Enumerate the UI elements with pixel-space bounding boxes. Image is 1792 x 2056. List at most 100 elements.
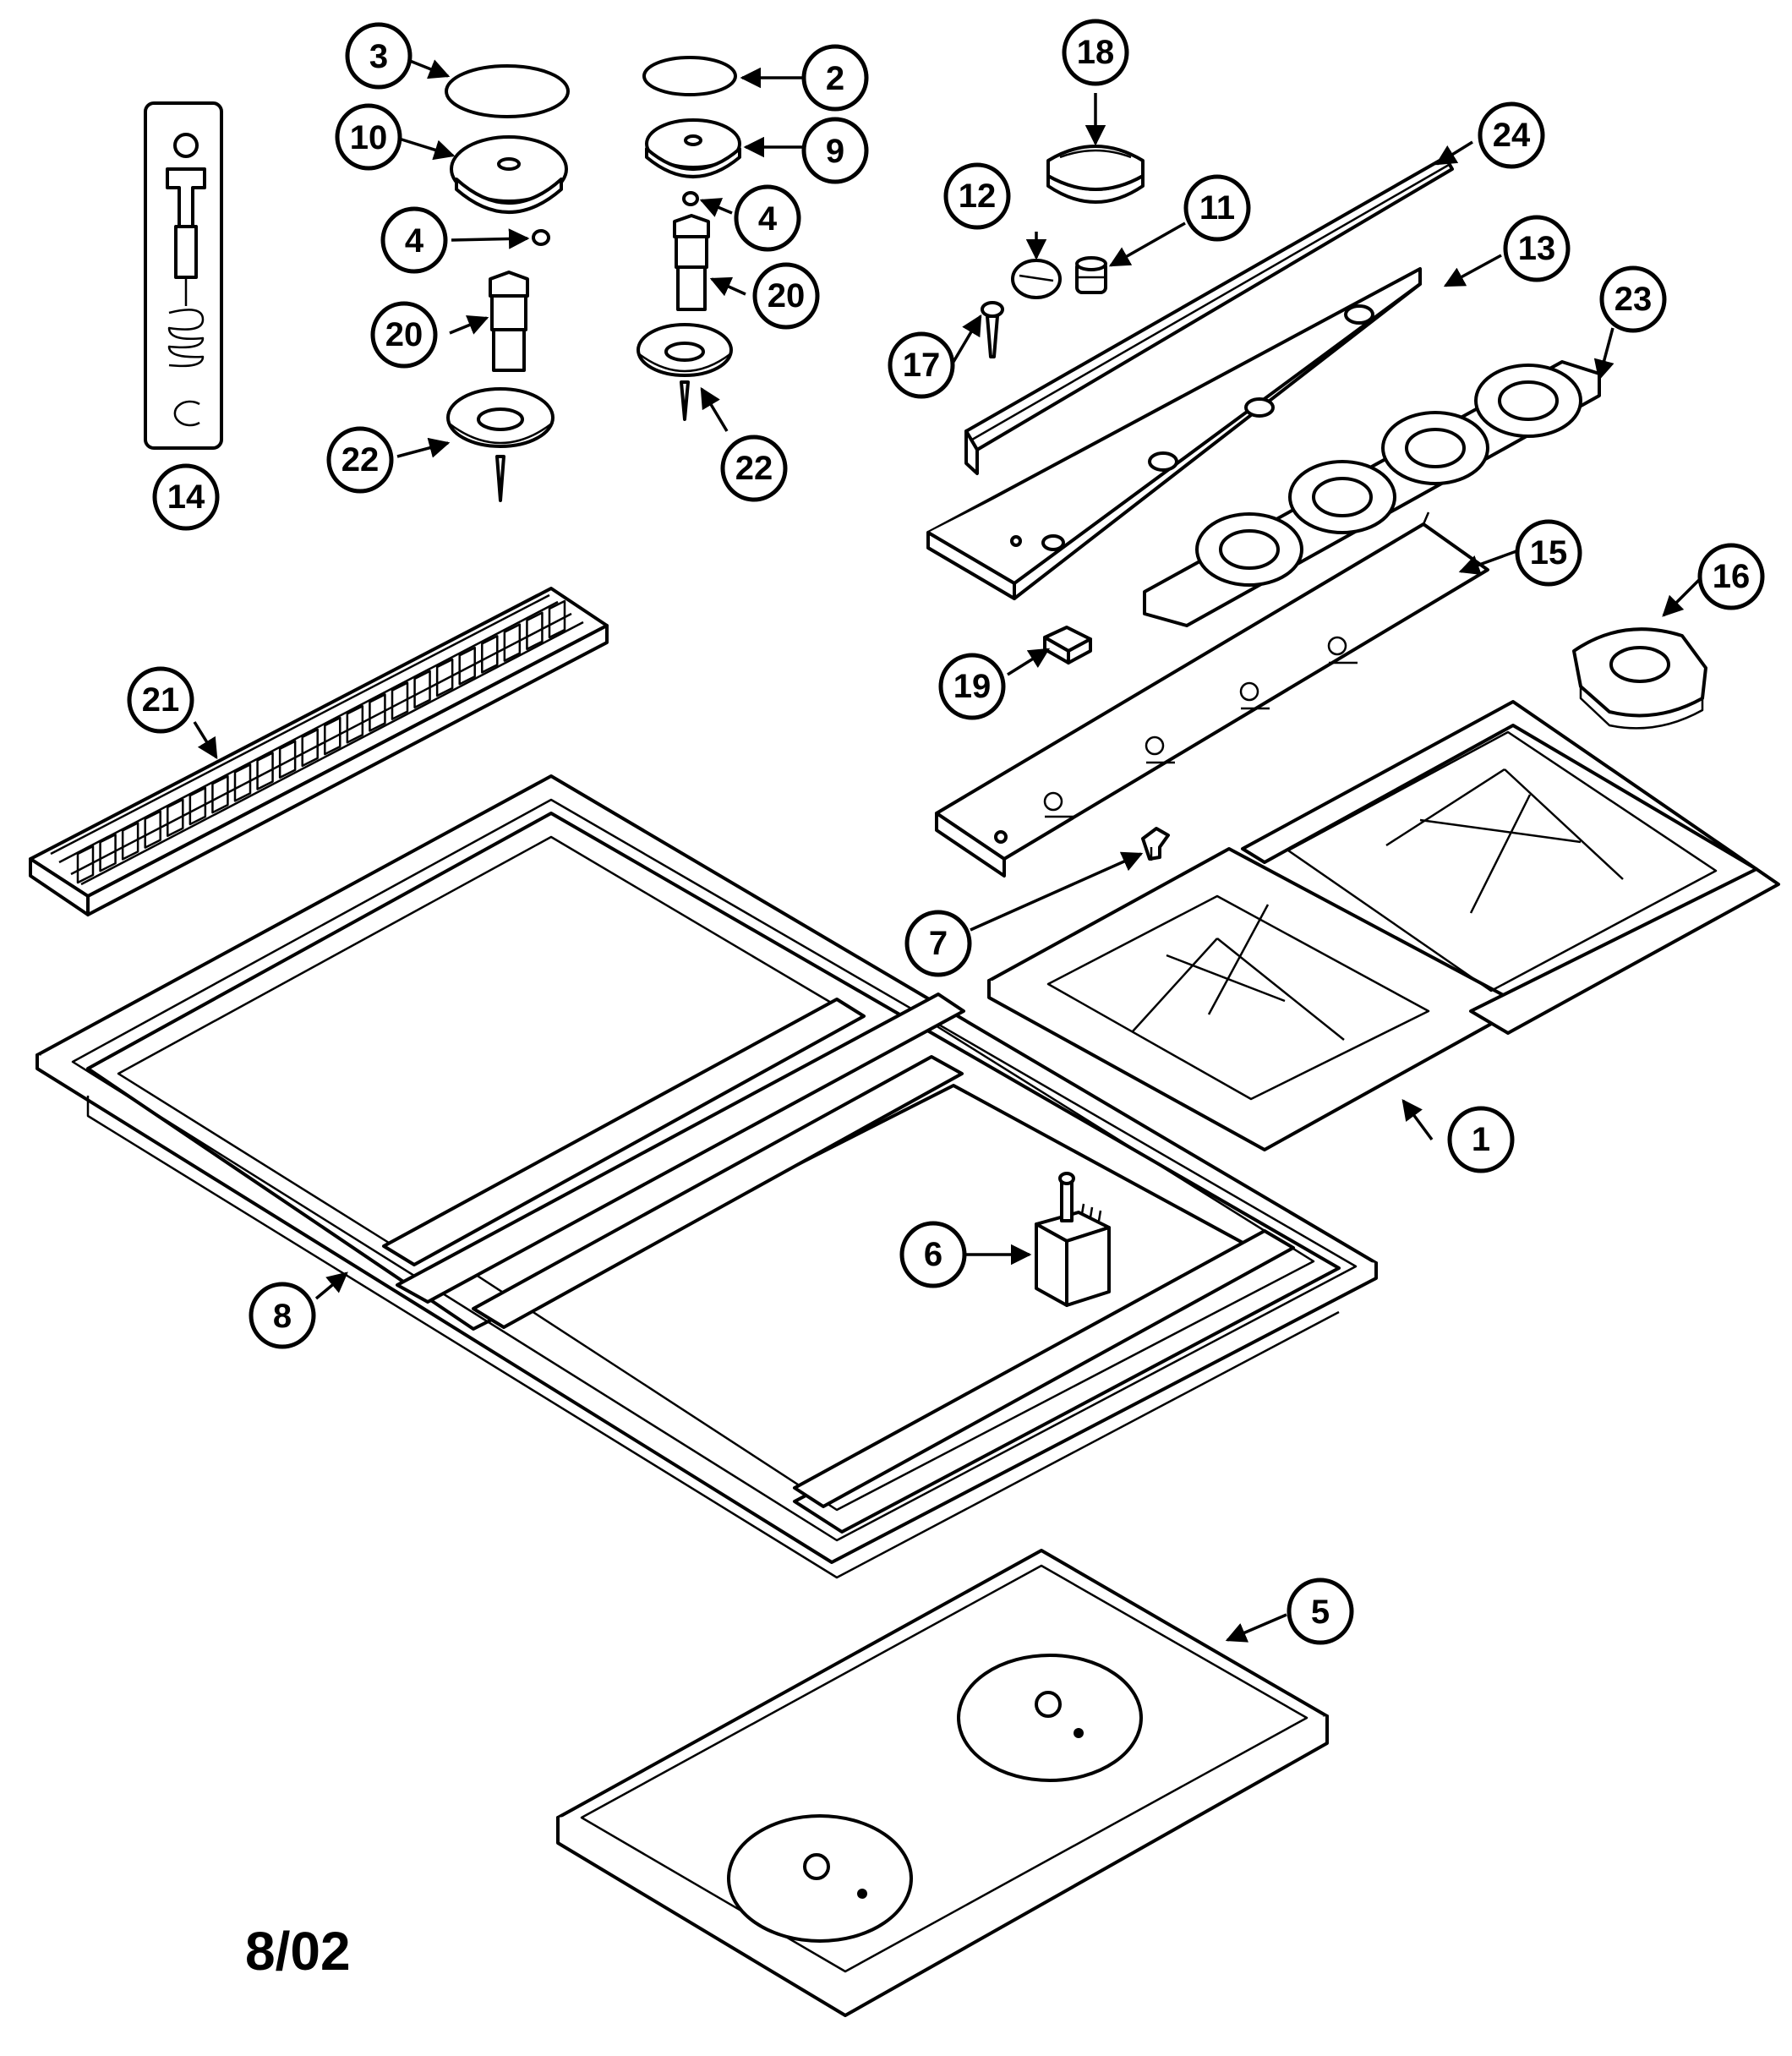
- callouts: 3 2 10 9 4 4 20 20 22 22 14 18 12 11 17 …: [127, 19, 1765, 1645]
- callout-11: 11: [1183, 174, 1251, 242]
- grille-slot: [211, 774, 229, 814]
- grille-slot: [413, 670, 431, 709]
- part-9-control-panel: [926, 267, 1422, 600]
- svg-text:22: 22: [341, 441, 380, 478]
- svg-text:13: 13: [1518, 230, 1556, 267]
- svg-text:7: 7: [929, 925, 948, 962]
- callout-7: 9: [801, 117, 869, 184]
- grille-slot: [481, 635, 499, 674]
- grille-slot: [144, 810, 161, 849]
- part-7-burner-head-small: [645, 118, 741, 178]
- callout-14: 15: [1515, 519, 1582, 587]
- part-13-burner-ring: [1572, 627, 1707, 730]
- grille-slot: [435, 658, 454, 697]
- svg-text:18: 18: [1077, 34, 1115, 71]
- svg-text:1: 1: [1472, 1121, 1490, 1158]
- grille-slot: [99, 833, 117, 872]
- svg-text:23: 23: [1614, 281, 1653, 318]
- svg-text:19: 19: [953, 668, 992, 705]
- callout-13: 16: [1697, 543, 1765, 610]
- grille-slot: [548, 599, 566, 639]
- svg-text:4: 4: [405, 222, 424, 260]
- part-16-switch: [1035, 1172, 1111, 1307]
- callout-8: 10: [335, 103, 402, 171]
- part-8-burner-head-large: [450, 135, 568, 214]
- svg-text:17: 17: [903, 347, 941, 384]
- callout-16: 6: [899, 1221, 967, 1288]
- grille-slot: [503, 623, 522, 662]
- callout-3: 3: [345, 22, 412, 90]
- callout-20-left: 20: [370, 301, 438, 369]
- svg-text:9: 9: [826, 133, 844, 170]
- svg-text:12: 12: [959, 178, 997, 215]
- grille-slot: [278, 740, 297, 779]
- callout-22-left: 22: [326, 426, 394, 494]
- grille-slot: [167, 798, 184, 838]
- grille-slot: [233, 763, 252, 802]
- grille-slot: [301, 728, 319, 768]
- svg-text:8: 8: [273, 1298, 292, 1335]
- part-22-burner-base-left: [446, 387, 555, 502]
- callout-9: 13: [1503, 215, 1571, 282]
- svg-text:2: 2: [826, 60, 844, 97]
- callout-2: 2: [801, 44, 869, 112]
- callout-23: 23: [1599, 265, 1667, 333]
- callout-5: 5: [1287, 1578, 1354, 1645]
- part-18-screw: [981, 301, 1004, 358]
- callout-17: 7: [904, 910, 972, 977]
- part-2-burner-cap-small: [642, 56, 737, 96]
- part-6-cooktop-frame: [36, 774, 1378, 1579]
- part-12-knob-insert: [1011, 259, 1062, 299]
- date-code: 8/02: [245, 1921, 351, 1982]
- part-5-burner-box-pan: [556, 1549, 1329, 2017]
- svg-text:3: 3: [369, 38, 388, 75]
- svg-text:24: 24: [1493, 117, 1531, 154]
- grille-slot: [256, 752, 274, 790]
- svg-text:11: 11: [1199, 189, 1235, 227]
- svg-text:15: 15: [1530, 534, 1568, 571]
- part-24-rail: [964, 156, 1454, 475]
- part-10-control-knob: [1046, 145, 1145, 204]
- part-22-burner-base-right: [636, 323, 733, 421]
- callout-6: 8: [249, 1282, 316, 1349]
- grille-slot: [526, 611, 544, 651]
- callout-21: 21: [127, 666, 194, 734]
- part-23-burner-panel: [1143, 360, 1601, 627]
- svg-text:5: 5: [1311, 1594, 1330, 1631]
- part-20-burner-tube-left: [489, 271, 529, 372]
- callout-19: 19: [938, 653, 1006, 720]
- callout-1: 1: [1447, 1106, 1515, 1173]
- callout-12: 12: [943, 162, 1011, 230]
- svg-text:16: 16: [1713, 558, 1751, 595]
- svg-text:6: 6: [924, 1236, 942, 1273]
- part-14-burner-channel: [935, 511, 1489, 878]
- callout-18: 17: [888, 331, 955, 399]
- part-4-orifice-right: [682, 191, 699, 206]
- grille-slot: [188, 786, 207, 826]
- svg-text:14: 14: [167, 478, 205, 516]
- grille-slot: [324, 716, 341, 756]
- callout-15: 14: [152, 463, 220, 531]
- callout-22-right: 22: [720, 435, 788, 502]
- svg-text:4: 4: [758, 200, 778, 238]
- part-3-burner-cap-large: [445, 64, 570, 118]
- part-11-knob-adapter: [1075, 256, 1107, 294]
- grille-slot: [346, 705, 364, 744]
- grille-slot: [121, 822, 139, 861]
- callout-4-left: 4: [380, 206, 448, 274]
- callout-24: 24: [1478, 101, 1545, 169]
- callout-4-right: 4: [734, 184, 801, 252]
- part-17-clip: [1141, 827, 1170, 861]
- part-4-orifice-left: [532, 229, 550, 246]
- callout-10: 18: [1062, 19, 1129, 86]
- part-15-valve-assembly: [144, 101, 223, 450]
- svg-text:22: 22: [735, 450, 773, 487]
- part-1-burner-grates: [987, 700, 1780, 1151]
- part-19-spacer-block: [1043, 626, 1092, 664]
- grille-slot: [369, 693, 386, 732]
- svg-text:20: 20: [768, 277, 806, 314]
- part-21-vent-grille: [29, 587, 609, 916]
- callout-20-right: 20: [752, 262, 820, 330]
- grille-slot: [76, 845, 95, 884]
